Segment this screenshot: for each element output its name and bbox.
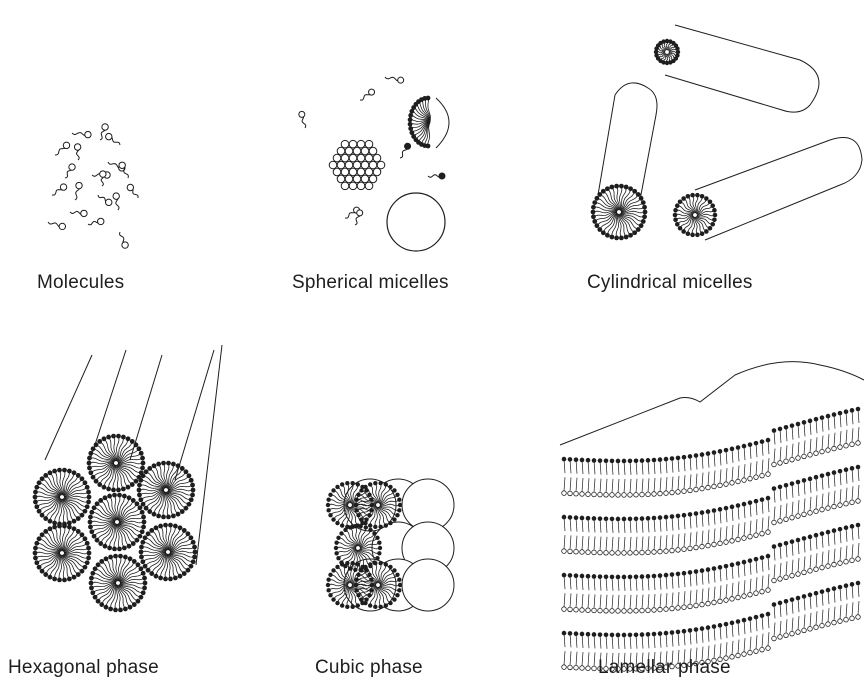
- bilayer: [562, 523, 861, 614]
- label-cubic-phase: Cubic phase: [315, 657, 423, 679]
- surfactant-molecule: [106, 133, 120, 145]
- micelle-cross-section: [33, 524, 92, 583]
- micelle-cross-section: [89, 554, 148, 613]
- panel-cylindrical-micelles: Cylindrical micelles: [570, 0, 864, 300]
- surfactant-molecule: [120, 232, 129, 248]
- surfactant-molecule: [65, 164, 75, 178]
- micelle-cross-section: [88, 493, 147, 552]
- panel-spherical-micelles: Spherical micelles: [260, 0, 510, 300]
- spherical-micelle: [329, 140, 385, 189]
- cylindrical-micelle-left: [591, 83, 657, 240]
- micelle-cross-section: [139, 523, 198, 582]
- label-lamellar-phase: Lamellar phase: [598, 657, 731, 679]
- surfactant-molecule: [385, 77, 404, 83]
- free-molecules-drawing: [0, 0, 240, 300]
- label-cylindrical-micelles: Cylindrical micelles: [587, 272, 753, 294]
- surfactant-molecule: [100, 171, 106, 186]
- surfactant-molecule: [48, 222, 66, 230]
- micelle-half-section: [408, 96, 449, 149]
- micelle-cross-section: [654, 39, 680, 65]
- surfactant-molecule: [72, 131, 91, 137]
- empty-micelle-outline: [387, 193, 445, 251]
- micelle-cross-section: [33, 468, 92, 527]
- lamellar-phase-drawing: [550, 340, 864, 685]
- cubic-phase-drawing: [290, 340, 490, 685]
- surfactant-molecule: [88, 218, 104, 225]
- surfactant-molecule: [52, 184, 67, 195]
- surfactant-molecule: [127, 184, 138, 198]
- cylindrical-micelle-top: [654, 25, 819, 112]
- label-molecules: Molecules: [37, 272, 124, 294]
- surfactant-molecule: [98, 195, 112, 206]
- label-spherical-micelles: Spherical micelles: [292, 272, 449, 294]
- surfactant-molecule: [400, 143, 411, 158]
- label-hexagonal-phase: Hexagonal phase: [8, 657, 159, 679]
- micelle-cross-section: [137, 461, 196, 520]
- surfactant-molecule: [55, 142, 70, 155]
- surfactant-molecule: [75, 182, 82, 200]
- micelle-cross-section: [673, 193, 718, 237]
- cylindrical-micelle-right: [673, 138, 862, 241]
- panel-cubic-phase: Cubic phase: [290, 340, 490, 685]
- surfactant-molecule: [74, 144, 80, 160]
- surfactant-molecule: [428, 173, 445, 179]
- surfactant-molecule: [299, 111, 306, 128]
- micelle-cross-section: [591, 184, 648, 241]
- lamellar-top-outline: [560, 362, 864, 445]
- spherical-micelles-drawing: [260, 0, 510, 300]
- panel-lamellar-phase: Lamellar phase: [550, 340, 864, 685]
- surfactant-molecule: [360, 89, 375, 100]
- panel-hexagonal-phase: Hexagonal phase: [0, 340, 240, 685]
- bilayer: [562, 465, 861, 556]
- panel-molecules: Molecules: [0, 0, 240, 300]
- surfactant-molecule: [113, 193, 119, 210]
- hexagonal-phase-drawing: [0, 340, 240, 685]
- cylindrical-micelles-drawing: [570, 0, 864, 300]
- surfactant-molecule: [70, 210, 87, 216]
- bilayer: [562, 407, 861, 498]
- micelle-cross-section: [87, 434, 146, 493]
